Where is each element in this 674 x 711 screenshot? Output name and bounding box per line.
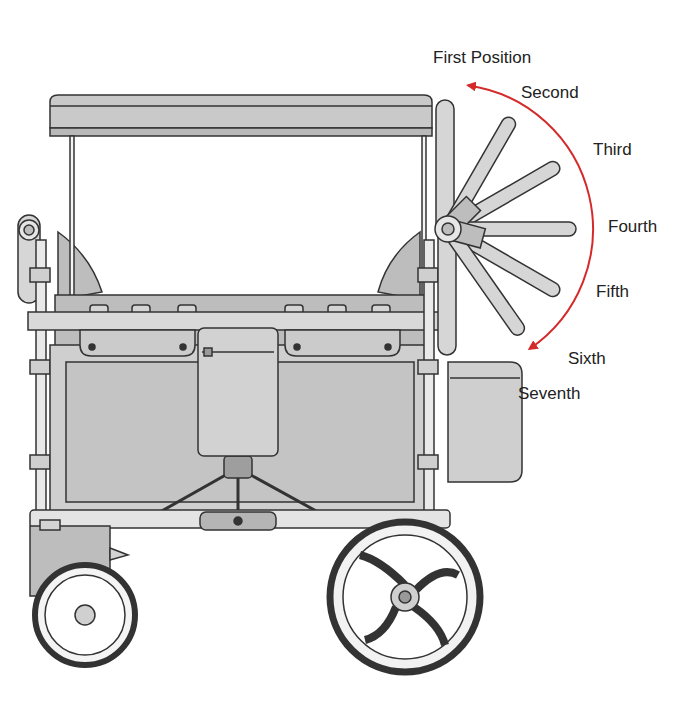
rotation-arrow <box>468 85 593 349</box>
left-frame <box>18 215 50 525</box>
position-label: Third <box>593 140 632 160</box>
center-pocket <box>198 328 278 456</box>
position-label: Second <box>521 83 579 103</box>
position-label: Seventh <box>518 384 580 404</box>
rear-wheel <box>330 522 480 672</box>
front-wheel <box>30 520 135 665</box>
handle-positions <box>435 100 576 355</box>
position-label: Fourth <box>608 217 657 237</box>
seat-backs <box>58 232 420 300</box>
canopy <box>50 95 432 312</box>
position-label: First Position <box>433 48 531 68</box>
position-label: Sixth <box>568 349 606 369</box>
right-frame <box>418 240 522 525</box>
position-label: Fifth <box>596 282 629 302</box>
